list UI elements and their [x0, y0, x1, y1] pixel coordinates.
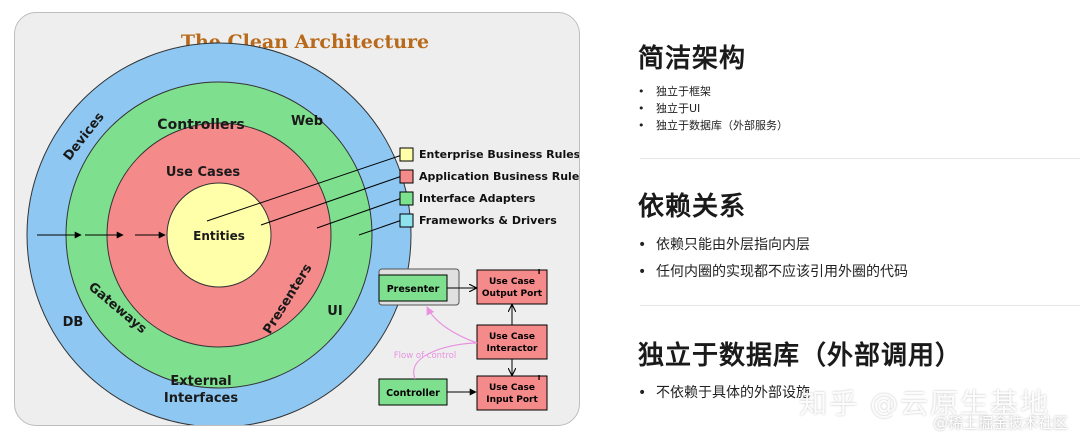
- section-title-clean-architecture: 简洁架构: [638, 44, 747, 74]
- bullet-no-outer-reference: 任何内圈的实现都不应该引用外圈的代码: [638, 259, 908, 286]
- section-bullets-clean-architecture: 独立于框架 独立于UI 独立于数据库（外部服务）: [638, 83, 788, 134]
- clean-architecture-diagram: The Clean Architecture Entities Use Case…: [14, 12, 580, 426]
- ui-label: UI: [327, 304, 342, 319]
- legend-swatch-enterprise: [399, 147, 414, 162]
- input-port-label-line1: Use Case: [489, 383, 535, 393]
- flow-of-control-label: Flow of control: [394, 351, 456, 361]
- use-case-input-port-box: [476, 375, 548, 411]
- section-title-dependency: 依赖关系: [638, 192, 747, 222]
- interactor-label-line1: Use Case: [489, 332, 535, 342]
- presenter-box: [378, 274, 448, 302]
- legend-label-application: Application Business Rules: [419, 170, 580, 183]
- presenter-box-label: Presenter: [387, 284, 440, 295]
- use-case-output-port-box: [476, 269, 548, 305]
- legend-leader-frameworks: [358, 219, 403, 236]
- section-divider: [640, 305, 1080, 306]
- legend-swatch-application: [399, 169, 414, 184]
- db-label: DB: [63, 315, 84, 330]
- legend-leader-entities: [206, 154, 403, 222]
- bullet-independent-ui: 独立于UI: [638, 100, 788, 117]
- notes-panel: 简洁架构 独立于框架 独立于UI 独立于数据库（外部服务） 依赖关系 依赖只能由…: [626, 0, 1080, 445]
- controller-box-label: Controller: [386, 388, 440, 399]
- legend-leader-application: [260, 175, 403, 226]
- controllers-label: Controllers: [157, 117, 244, 133]
- bullet-independent-framework: 独立于框架: [638, 83, 788, 100]
- flow-of-control-diagram: Presenter Use Case Output Port I Use Cas…: [378, 268, 548, 411]
- input-port-interface-marker: I: [538, 374, 541, 382]
- output-port-label-line1: Use Case: [489, 277, 535, 287]
- output-port-interface-marker: I: [538, 268, 541, 276]
- legend-label-adapters: Interface Adapters: [419, 192, 536, 205]
- entities-ring: [166, 182, 272, 288]
- legend-swatch-adapters: [399, 191, 414, 206]
- interactor-label-line2: Interactor: [487, 344, 538, 354]
- input-port-label-line2: Input Port: [486, 395, 538, 405]
- zhihu-watermark: 知乎 @云原生基地: [799, 387, 1050, 420]
- bullet-dependency-inward: 依赖只能由外层指向内层: [638, 232, 908, 259]
- external-interfaces-label-line2: Interfaces: [164, 391, 238, 406]
- section-bullets-independent-database: 不依赖于具体的外部设施: [638, 380, 810, 407]
- flow-of-control-path: [413, 306, 478, 380]
- entities-label: Entities: [193, 229, 245, 243]
- controller-box: [378, 378, 448, 406]
- web-label: Web: [291, 114, 323, 129]
- section-divider: [640, 158, 1080, 159]
- use-cases-label: Use Cases: [166, 165, 241, 180]
- section-bullets-dependency: 依赖只能由外层指向内层 任何内圈的实现都不应该引用外圈的代码: [638, 232, 908, 286]
- section-title-independent-database: 独立于数据库（外部调用）: [638, 341, 963, 371]
- bullet-independent-database: 独立于数据库（外部服务）: [638, 117, 788, 134]
- juejin-watermark: @稀土掘金技术社区: [932, 414, 1068, 432]
- bullet-no-external-facility: 不依赖于具体的外部设施: [638, 380, 810, 407]
- external-interfaces-label-line1: External: [170, 374, 231, 389]
- legend-label-frameworks: Frameworks & Drivers: [419, 214, 557, 227]
- legend: Enterprise Business Rules Application Bu…: [399, 147, 580, 228]
- legend-leader-adapters: [316, 197, 403, 229]
- legend-label-enterprise: Enterprise Business Rules: [419, 148, 580, 161]
- legend-swatch-frameworks: [399, 213, 414, 228]
- diagram-canvas: The Clean Architecture Entities Use Case…: [26, 31, 580, 425]
- output-port-label-line2: Output Port: [482, 289, 543, 299]
